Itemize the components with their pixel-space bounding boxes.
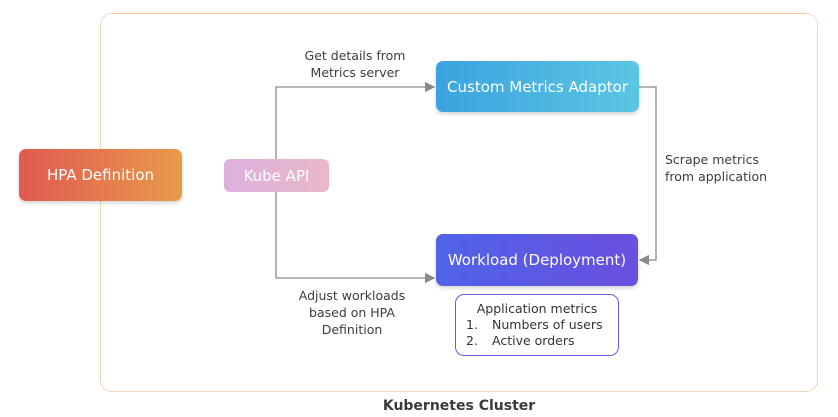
get-details-line-2: Metrics server: [310, 65, 400, 80]
scrape-label: Scrape metrics from application: [665, 151, 785, 185]
metrics-item-number: 2.: [466, 333, 478, 348]
hpa-definition-label: HPA Definition: [46, 166, 155, 184]
get-details-line-1: Get details from: [304, 48, 406, 63]
adjust-label: Adjust workloads based on HPA Definition: [282, 287, 422, 338]
hpa-definition-node: HPA Definition: [19, 149, 182, 201]
custom-metrics-adaptor-node: Custom Metrics Adaptor: [436, 61, 639, 112]
workload-node: Workload (Deployment): [436, 234, 638, 286]
adjust-line-1: Adjust workloads: [298, 288, 406, 303]
metrics-item: 2. Active orders: [456, 333, 618, 349]
metrics-item-number: 1.: [466, 317, 478, 332]
get-details-label: Get details from Metrics server: [290, 47, 420, 81]
workload-label: Workload (Deployment): [447, 251, 627, 269]
metrics-item: 1. Numbers of users: [456, 317, 618, 333]
arrow-kube-to-workload: [275, 192, 436, 284]
application-metrics-box: Application metrics 1. Numbers of users …: [455, 294, 619, 356]
metrics-title: Application metrics: [476, 301, 598, 316]
kube-api-label: Kube API: [243, 166, 310, 185]
custom-metrics-adaptor-label: Custom Metrics Adaptor: [447, 77, 628, 96]
adjust-line-3: Definition: [321, 322, 383, 337]
scrape-line-2: from application: [665, 169, 768, 184]
arrow-adaptor-to-workload: [638, 86, 657, 266]
metrics-item-text: Numbers of users: [492, 317, 603, 332]
kube-api-node: Kube API: [224, 159, 329, 192]
arrow-kube-to-adaptor: [275, 81, 436, 159]
adjust-line-2: based on HPA: [309, 305, 395, 320]
scrape-line-1: Scrape metrics: [665, 152, 759, 167]
cluster-label: Kubernetes Cluster: [382, 398, 536, 414]
cluster-boundary: [100, 13, 818, 392]
metrics-item-text: Active orders: [492, 333, 575, 348]
